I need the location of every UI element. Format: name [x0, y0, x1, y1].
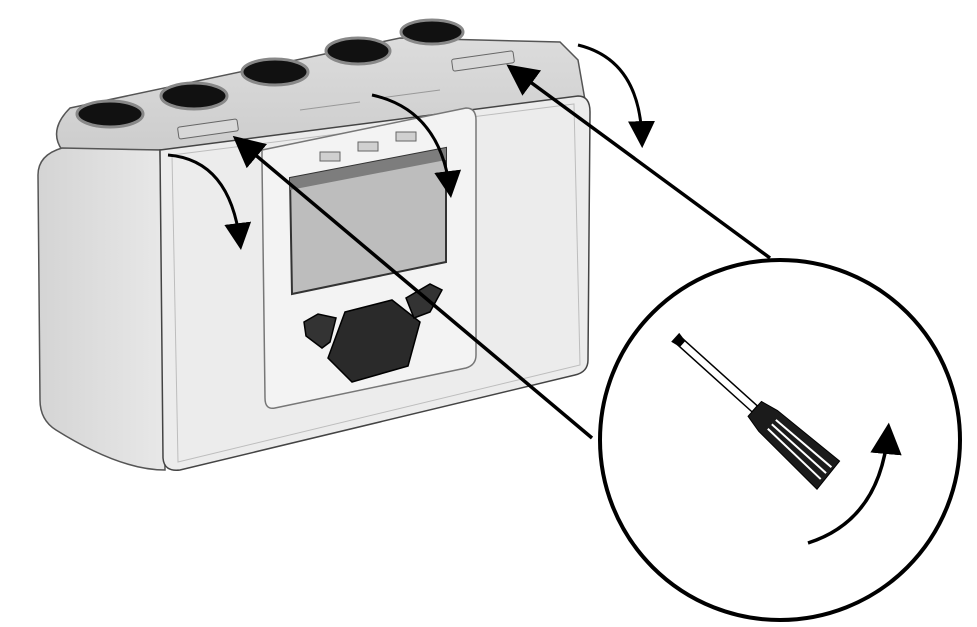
rotate-arrow-icon — [807, 422, 902, 545]
housing-left-face — [37, 147, 166, 471]
cable-hole-1 — [75, 99, 145, 129]
cable-hole-4 — [324, 36, 392, 66]
cover-latches — [177, 50, 515, 140]
led-indicator-3 — [395, 131, 417, 142]
display-panel — [261, 107, 477, 410]
curved-arrow-icon-left — [167, 153, 252, 251]
latch-slot-left — [177, 118, 239, 140]
cable-hole-3 — [240, 57, 310, 87]
curved-arrows — [167, 43, 656, 251]
pointer-lines — [232, 64, 772, 440]
pointer-line-left — [232, 135, 594, 440]
pointer-line-right — [506, 64, 772, 260]
button-center — [327, 299, 421, 383]
curved-arrow-icon-right — [577, 43, 656, 149]
screwdriver-icon — [671, 332, 841, 490]
latch-slot-right — [451, 50, 515, 72]
led-indicator-2 — [357, 141, 379, 152]
detail-circle — [598, 258, 962, 622]
cable-entry-holes — [75, 18, 465, 129]
button-right — [405, 283, 444, 319]
button-left — [303, 313, 337, 349]
curved-arrow-icon-middle — [371, 93, 462, 199]
led-indicator-1 — [319, 151, 341, 162]
cable-hole-2 — [159, 81, 229, 111]
cable-hole-5 — [399, 18, 465, 46]
